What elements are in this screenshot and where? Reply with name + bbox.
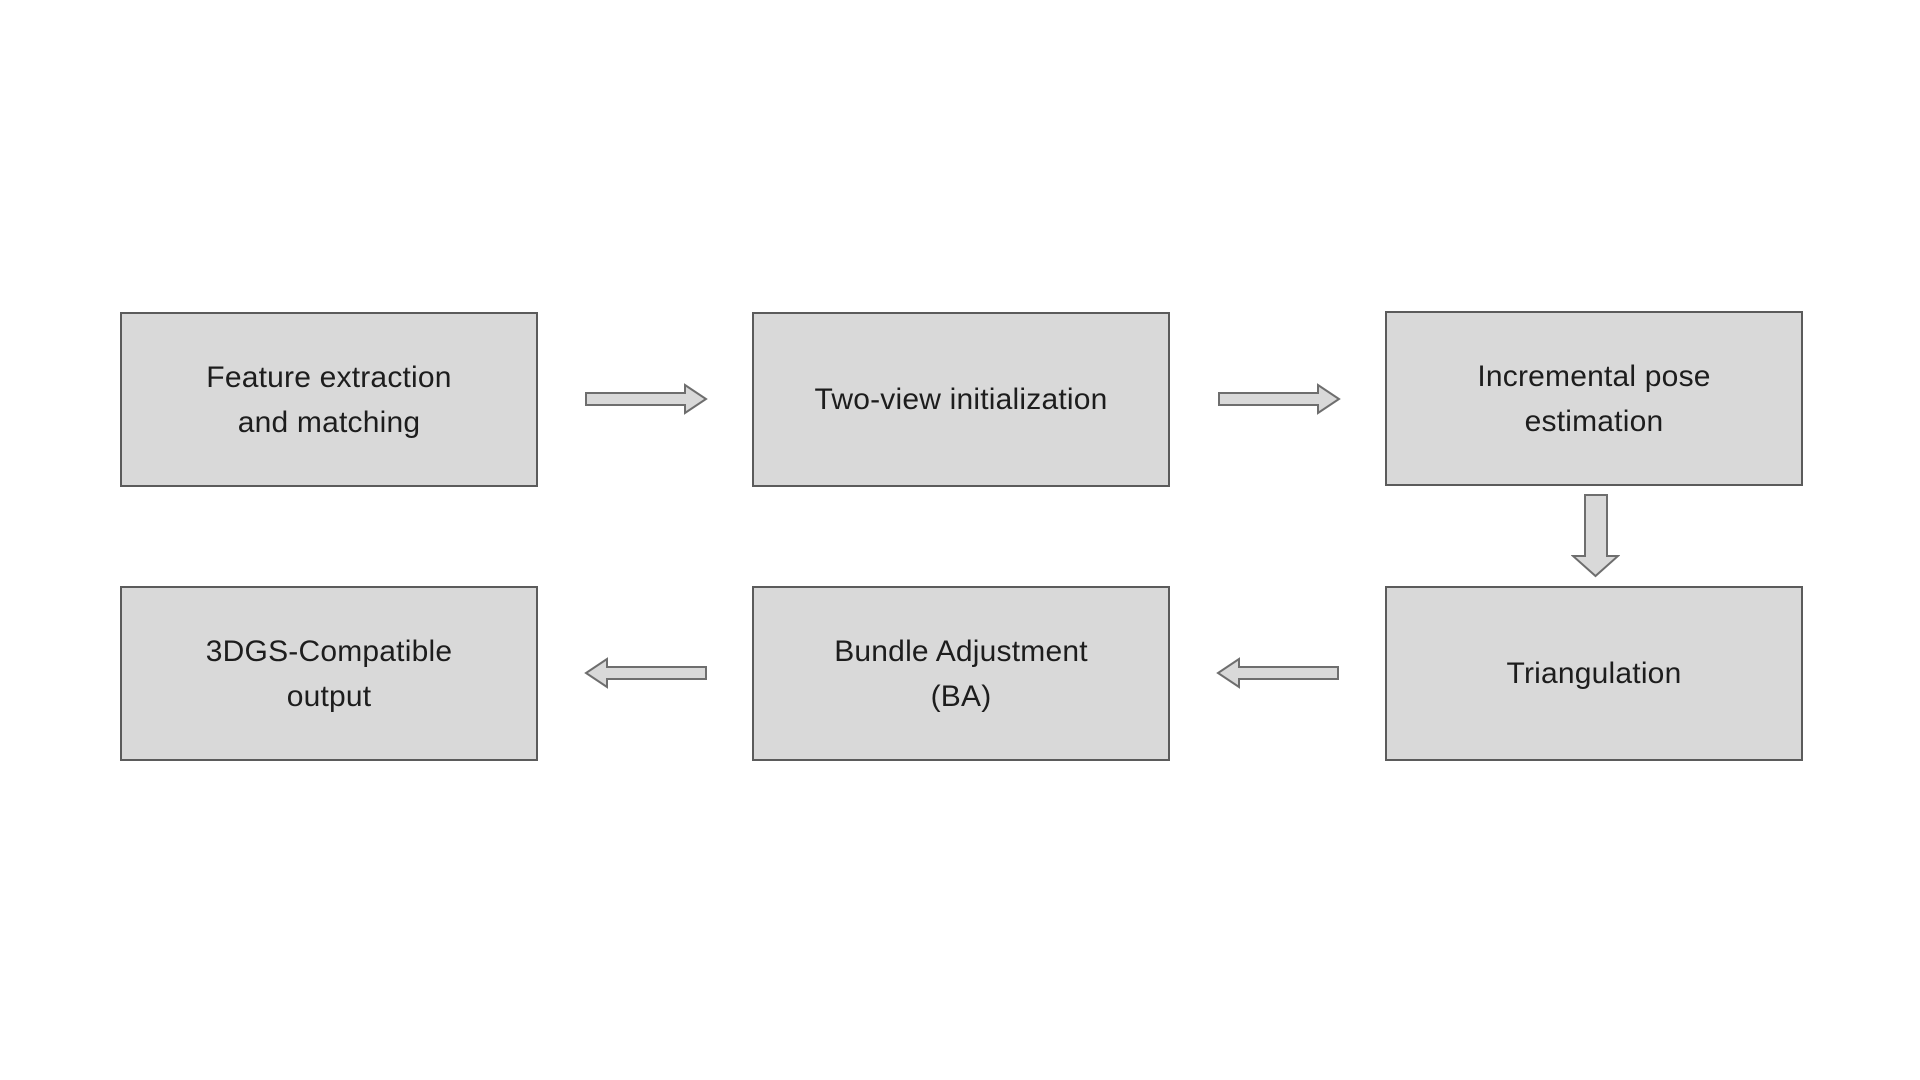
node-two-view-initialization: Two-view initialization (752, 312, 1170, 487)
arrow-left-icon (584, 657, 707, 689)
node-bundle-adjustment: Bundle Adjustment (BA) (752, 586, 1170, 761)
node-3dgs-compatible-output-label: 3DGS-Compatible output (205, 634, 453, 713)
node-3dgs-compatible-output: 3DGS-Compatible output (120, 586, 538, 761)
node-feature-extraction: Feature extraction and matching (120, 312, 538, 487)
node-incremental-pose-estimation-label: Incremental pose estimation (1477, 359, 1711, 438)
node-feature-extraction-label: Feature extraction and matching (206, 360, 452, 439)
node-two-view-initialization-label: Two-view initialization (814, 383, 1108, 416)
arrow-right-icon (1218, 383, 1341, 415)
node-triangulation-label: Triangulation (1506, 657, 1682, 690)
node-bundle-adjustment-label: Bundle Adjustment (BA) (834, 634, 1088, 713)
arrow-left-icon (1216, 657, 1339, 689)
arrow-right-icon (585, 383, 708, 415)
node-incremental-pose-estimation: Incremental pose estimation (1385, 311, 1803, 486)
arrow-down-icon (1571, 494, 1620, 578)
node-triangulation: Triangulation (1385, 586, 1803, 761)
